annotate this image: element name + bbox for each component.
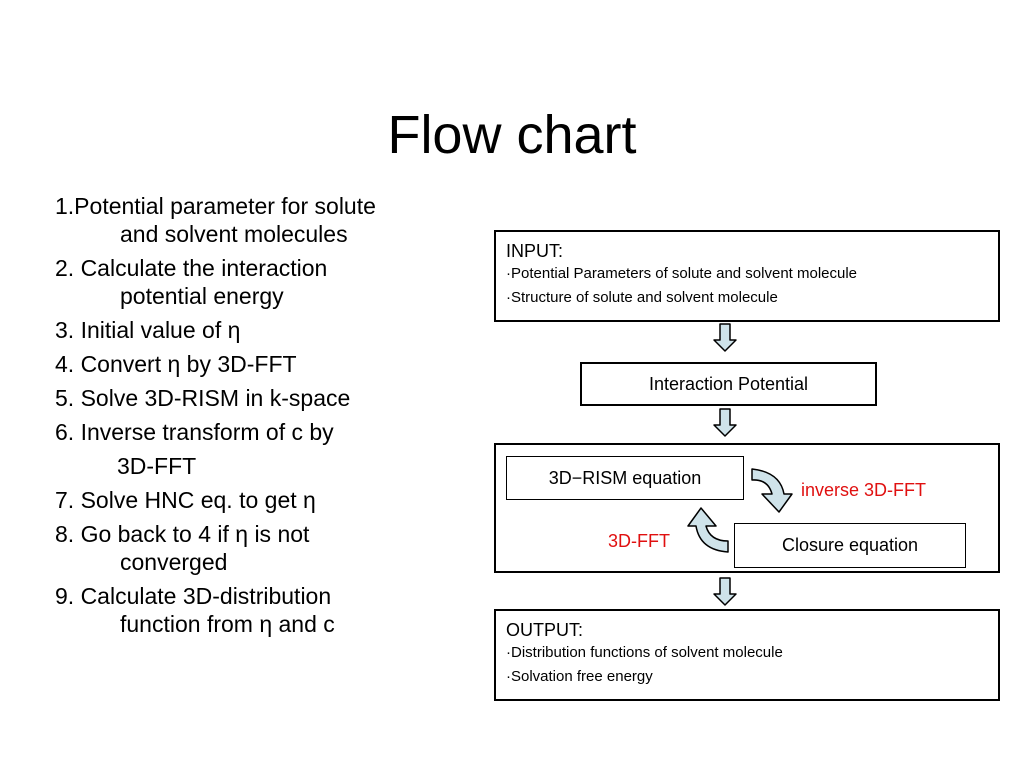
step-item: 4. Convert η by 3D-FFT (55, 350, 475, 378)
step-item: 2. Calculate the interaction potential e… (55, 254, 475, 310)
step-item: 8. Go back to 4 if η is not converged (55, 520, 475, 576)
step-item: 6. Inverse transform of c by 3D-FFT (55, 418, 475, 480)
output-item: ·Distribution functions of solvent molec… (506, 644, 783, 661)
step-item: 1.Potential parameter for solute and sol… (55, 192, 475, 248)
output-box: OUTPUT: ·Distribution functions of solve… (494, 609, 1000, 701)
step-item: 5. Solve 3D-RISM in k-space (55, 384, 475, 412)
closure-equation-box: Closure equation (734, 523, 966, 568)
closure-equation-label: Closure equation (781, 535, 919, 555)
step-item: 9. Calculate 3D-distribution function fr… (55, 582, 475, 638)
input-heading: INPUT: (506, 241, 564, 261)
input-item: ·Structure of solute and solvent molecul… (506, 289, 778, 306)
step-text: 7. Solve HNC eq. to get η (55, 487, 316, 513)
down-arrow-icon (713, 323, 737, 352)
steps-list: 1.Potential parameter for solute and sol… (55, 192, 475, 644)
step-continuation: and solvent molecules (120, 221, 348, 247)
step-item: 3. Initial value of η (55, 316, 475, 344)
down-arrow-icon (713, 577, 737, 606)
step-continuation: 3D-FFT (117, 453, 197, 479)
output-item: ·Solvation free energy (506, 668, 653, 685)
step-text: 4. Convert η by 3D-FFT (55, 351, 297, 377)
inverse-fft-label: inverse 3D-FFT (801, 480, 927, 500)
fft-label: 3D-FFT (608, 531, 670, 551)
step-text: 9. Calculate 3D-distribution (55, 583, 332, 609)
step-continuation: function from η and c (120, 611, 335, 637)
interaction-potential-label: Interaction Potential (648, 373, 809, 394)
step-item: 7. Solve HNC eq. to get η (55, 486, 475, 514)
interaction-potential-box: Interaction Potential (580, 362, 877, 406)
iteration-loop-box: 3D−RISM equation Closure equation invers… (494, 443, 1000, 573)
step-continuation: potential energy (120, 283, 284, 309)
step-text: 2. Calculate the interaction (55, 255, 328, 281)
step-text: 6. Inverse transform of c by (55, 419, 334, 445)
page-title: Flow chart (387, 105, 637, 165)
step-text: 5. Solve 3D-RISM in k-space (55, 385, 351, 411)
rism-equation-box: 3D−RISM equation (506, 456, 744, 500)
rism-equation-label: 3D−RISM equation (548, 467, 702, 488)
step-text: 1.Potential parameter for solute (55, 193, 376, 219)
step-continuation: converged (120, 549, 228, 575)
down-arrow-icon (713, 408, 737, 437)
step-text: 8. Go back to 4 if η is not (55, 521, 310, 547)
input-box: INPUT: ·Potential Parameters of solute a… (494, 230, 1000, 322)
input-item: ·Potential Parameters of solute and solv… (506, 265, 858, 282)
output-heading: OUTPUT: (506, 620, 584, 640)
step-text: 3. Initial value of η (55, 317, 241, 343)
